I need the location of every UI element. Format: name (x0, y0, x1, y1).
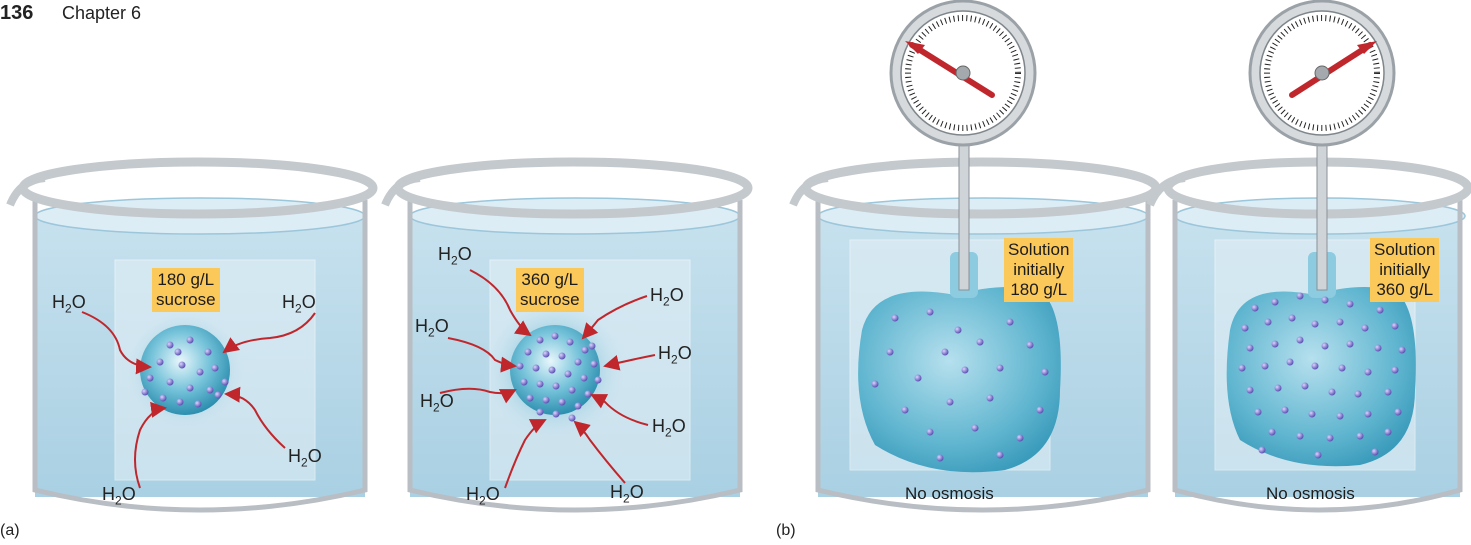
sucrose-concentration: 180 g/L (157, 270, 215, 289)
gauge-needle (909, 42, 995, 98)
solution-word: Solution (1008, 240, 1070, 259)
water-label: H2O (420, 391, 454, 415)
solution-word: Solution (1374, 240, 1436, 259)
sucrose-word: sucrose (156, 290, 216, 309)
page-number: 136 (0, 2, 34, 24)
water-arrows-1 (81, 311, 316, 489)
water-label: H2O (288, 446, 322, 470)
water-label: H2O (52, 292, 86, 316)
water-label: H2O (438, 244, 472, 268)
water-arrows-2 (439, 269, 656, 489)
no-osmosis-caption-1: No osmosis (905, 484, 994, 503)
sucrose-word: sucrose (520, 290, 580, 309)
chapter-title: Chapter 6 (62, 3, 142, 23)
water-label: H2O (610, 482, 644, 506)
initially-word: initially (1379, 260, 1431, 279)
sucrose-particles-1 (141, 336, 229, 408)
beaker-4 (1146, 139, 1471, 513)
water-label: H2O (282, 292, 316, 316)
beaker-3 (789, 139, 1161, 513)
water-label: H2O (466, 484, 500, 508)
initially-word: initially (1013, 260, 1065, 279)
sucrose-particles-4 (1238, 292, 1406, 459)
solution-concentration: 180 g/L (1010, 280, 1068, 299)
part-label-a: (a) (0, 522, 20, 539)
sucrose-particles-3 (871, 308, 1049, 462)
solution-tag-1: Solution initially 180 g/L (1004, 238, 1074, 302)
no-osmosis-caption-2: No osmosis (1266, 484, 1355, 503)
water-label: H2O (102, 484, 136, 508)
water-label: H2O (415, 316, 449, 340)
solution-tag-2: Solution initially 360 g/L (1370, 238, 1440, 302)
sucrose-particles-2 (516, 332, 602, 422)
water-label: H2O (652, 416, 686, 440)
pressure-gauge-2 (1248, 0, 1396, 147)
sucrose-concentration: 360 g/L (521, 270, 579, 289)
gauge-needle (1289, 42, 1373, 98)
water-label: H2O (650, 285, 684, 309)
sucrose-label-1: 180 g/L sucrose (152, 268, 220, 312)
water-label: H2O (658, 343, 692, 367)
sucrose-label-2: 360 g/L sucrose (516, 268, 584, 312)
part-label-b: (b) (776, 522, 796, 539)
solution-concentration: 360 g/L (1376, 280, 1434, 299)
pressure-gauge-1 (889, 0, 1037, 147)
